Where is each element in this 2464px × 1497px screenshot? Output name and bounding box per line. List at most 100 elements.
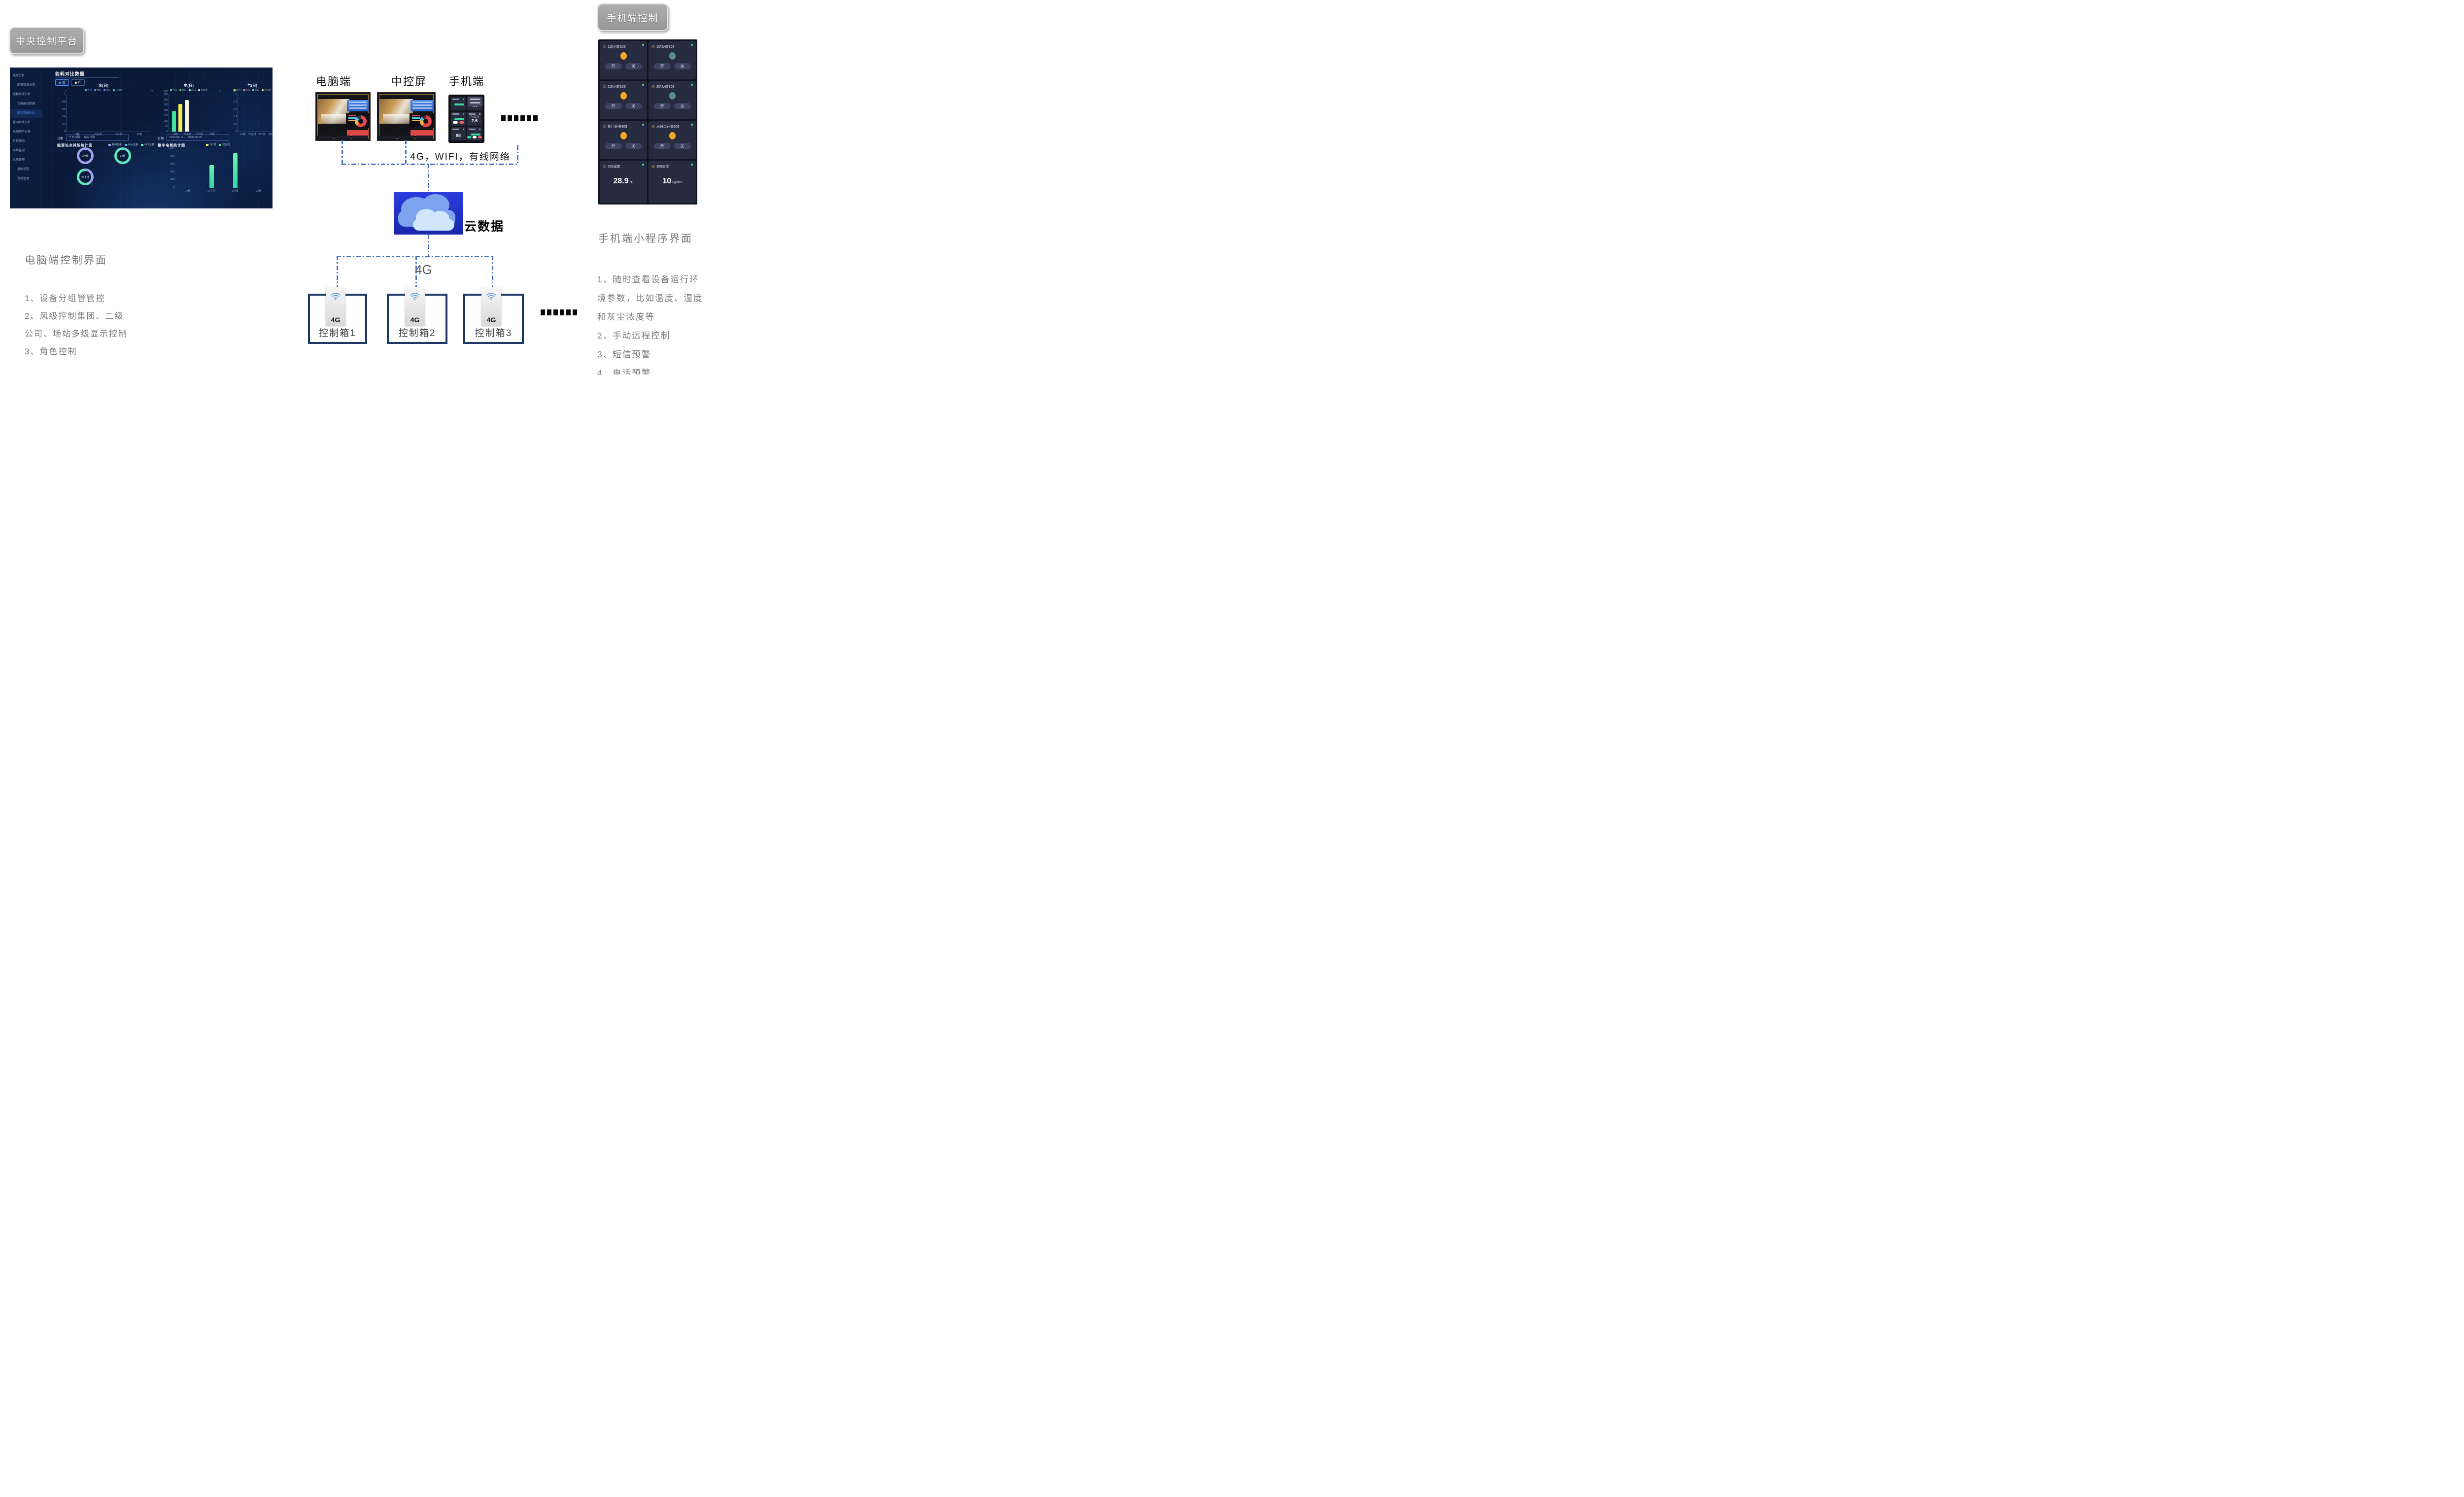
toggle-month[interactable]: 月: [71, 79, 85, 86]
card-buttons: 开关: [603, 63, 644, 69]
on-button[interactable]: 开: [653, 63, 671, 69]
phone-tile-3: [451, 112, 466, 126]
phone-tile-6: [467, 127, 482, 140]
legend-item: 2#7楼: [206, 143, 216, 146]
toggle-day[interactable]: 日: [55, 79, 69, 86]
energy-trend-title: 能源站点耗能统计图: [57, 144, 93, 147]
date-label-1: 日期: [57, 137, 64, 140]
data-bar: [172, 111, 176, 132]
wifi-4g-badge-3: 4G: [481, 287, 501, 326]
dashed-connector-pc: [342, 140, 343, 164]
y-tick: 50: [165, 125, 168, 128]
y-tick: 400: [170, 170, 174, 173]
sidebar-item-9[interactable]: 环境监测: [13, 149, 25, 152]
donut-label: 2#7楼: [82, 154, 89, 158]
legend-item: 耗气总量: [141, 143, 154, 146]
y-tick: 1: [236, 93, 237, 96]
sidebar-item-1[interactable]: 能效分析: [13, 74, 25, 77]
x-category: 2#7楼: [258, 133, 265, 136]
central-screen-thumbnail: [377, 92, 436, 141]
alert-banner: [347, 130, 369, 136]
cloud-icon: [394, 192, 463, 235]
tile-buttons: [467, 136, 482, 138]
tile-status-dot: [463, 113, 464, 115]
legend-item: 日均值: [113, 89, 122, 92]
legend-item: 今日: [170, 89, 177, 92]
legend-item: 昨日: [94, 89, 101, 92]
stats-panel: [345, 113, 369, 128]
online-status-dot: [691, 84, 693, 86]
chart-title: 水(日): [99, 83, 108, 88]
off-button[interactable]: 关: [625, 143, 642, 149]
off-button[interactable]: 关: [674, 63, 691, 69]
sidebar-item-3[interactable]: 能耗环比分析: [13, 93, 31, 96]
sidebar-item-4[interactable]: 设备能效数据: [17, 102, 35, 105]
state-indicator-dot: [620, 52, 627, 60]
ellipsis-boxes: [541, 309, 577, 315]
sidebar-item-10[interactable]: 系统管理: [13, 159, 25, 162]
donut-2#主楼: 2#主楼: [77, 169, 94, 185]
chart-legend: 今日昨日前日日均值: [156, 89, 222, 92]
sidebar-item-12[interactable]: 角色管理: [17, 177, 30, 180]
y-tick: 0.4: [62, 115, 66, 118]
state-indicator-dot: [620, 132, 627, 139]
feature-line: 4、电话预警: [597, 368, 651, 374]
on-button[interactable]: 开: [605, 103, 622, 109]
sidebar-item-6[interactable]: 管网系统分析: [13, 121, 31, 124]
wifi-icon: [486, 293, 496, 300]
feature-line: 2、手动远程控制: [597, 331, 671, 340]
y-tick: 0.8: [62, 101, 66, 103]
badge-4g-text: 4G: [486, 316, 496, 324]
blue-info-panel: [347, 100, 369, 112]
date-range-input-empty[interactable]: 开始日期 ， 结束日期: [66, 135, 129, 141]
target-icon: ◎: [603, 44, 606, 49]
legend-item: 耗电总量: [108, 143, 122, 146]
dashed-bus-top: [342, 164, 518, 165]
dashed-drop-box2: [415, 256, 417, 288]
y-tick: 0.2: [62, 123, 66, 126]
pc-screen-thumbnail: [315, 92, 371, 141]
card-header: ◎1路反转309: [651, 44, 693, 49]
dashed-bus-bottom: [337, 256, 493, 257]
off-button[interactable]: 关: [674, 143, 691, 149]
date-range-input-filled[interactable]: 2020-08-19 ， 2020-08-20: [167, 135, 229, 141]
feature-line: 2、风级控制集团、二级: [25, 311, 124, 321]
legend-item: 其他楼: [219, 143, 230, 146]
sidebar-item-7[interactable]: 末端用户分析: [13, 131, 31, 134]
bottom-panels: [379, 136, 433, 139]
title-underline: [55, 77, 119, 78]
on-button[interactable]: 开: [605, 143, 622, 149]
off-button[interactable]: 关: [625, 103, 642, 109]
mobile-card-6: ◎出风口开关309 开关: [649, 121, 696, 159]
on-button[interactable]: 开: [653, 143, 671, 149]
off-button[interactable]: 关: [674, 103, 691, 109]
building-chart-legend: 2#7楼其他楼: [206, 143, 230, 146]
mobile-card-2: ◎1路反转309 开关: [649, 41, 696, 79]
tile-accent-text: [454, 118, 464, 121]
donut-3#楼: 3#楼: [114, 147, 131, 164]
card-buttons: 开关: [651, 103, 693, 109]
wifi-4g-badge-1: 4G: [326, 287, 345, 326]
y-tick: 200: [170, 178, 174, 181]
y-tick: 0.4: [234, 115, 237, 118]
on-button[interactable]: 开: [653, 103, 671, 109]
card-header: ◎出风口开关309: [651, 124, 693, 129]
y-tick: 0.8: [234, 101, 237, 103]
legend-item: 今日: [234, 89, 240, 92]
sidebar-item-8[interactable]: 负荷预测: [13, 140, 25, 143]
dashed-drop-box3: [492, 256, 493, 288]
on-button[interactable]: 开: [605, 63, 622, 69]
sidebar-item-11[interactable]: 基础设置: [17, 168, 30, 171]
off-button[interactable]: 关: [625, 63, 642, 69]
x-category: 3#楼: [256, 190, 262, 193]
workshop-photo: [318, 99, 349, 124]
card-title: 1路反转309: [656, 45, 675, 49]
state-indicator-dot: [669, 92, 676, 100]
sidebar-item-2[interactable]: 能源数据总览: [17, 84, 35, 87]
device-label-central-screen: 中控屏: [391, 75, 427, 88]
blue-info-panel: [411, 100, 434, 112]
sidebar-item-5[interactable]: 能耗数据对比: [10, 109, 42, 118]
